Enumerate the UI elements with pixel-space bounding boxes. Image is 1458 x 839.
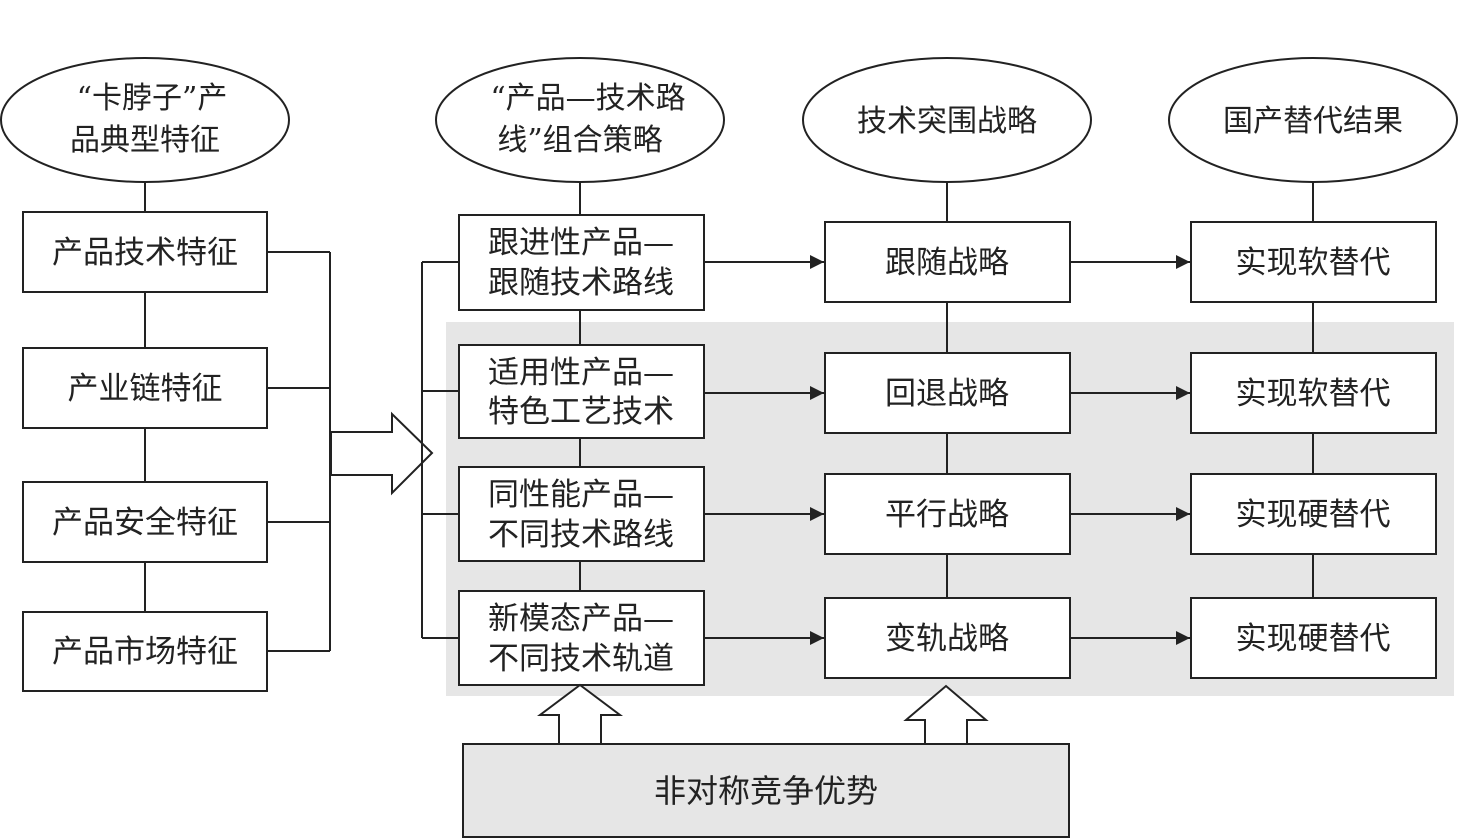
big-right-arrow — [330, 411, 434, 496]
result-label-2: 实现软替代 — [1236, 376, 1391, 412]
feature-label-2: 产业链特征 — [68, 371, 223, 407]
combo-1-line1: 跟进性产品— — [488, 225, 674, 261]
combo-3-line1: 同性能产品— — [488, 477, 674, 513]
horizontal-arrows — [704, 255, 1190, 645]
feature-box-2: 产业链特征 — [22, 347, 268, 429]
combo-box-4: 新模态产品— 不同技术轨道 — [458, 590, 705, 686]
result-box-1: 实现软替代 — [1190, 221, 1437, 303]
result-label-4: 实现硬替代 — [1236, 621, 1391, 657]
asymmetric-advantage-label: 非对称竞争优势 — [654, 772, 878, 810]
features-bracket — [267, 251, 331, 652]
header-combos-line1: “产品—技术路 — [490, 81, 685, 116]
header-features-line2: 品典型特征 — [70, 123, 220, 158]
up-arrow-right — [903, 684, 989, 744]
vertical-connectors — [144, 182, 1314, 612]
feature-label-1: 产品技术特征 — [52, 235, 238, 271]
combo-4-line1: 新模态产品— — [488, 601, 674, 637]
header-ellipse-strategies: 技术突围战略 — [802, 57, 1092, 183]
strategy-label-4: 变轨战略 — [885, 621, 1009, 657]
combo-2-line2: 特色工艺技术 — [488, 394, 674, 430]
strategy-box-4: 变轨战略 — [824, 597, 1071, 679]
header-combos-line2: 线”组合策略 — [497, 123, 662, 158]
feature-label-4: 产品市场特征 — [52, 634, 238, 670]
header-ellipse-combos: “产品—技术路 线”组合策略 — [435, 57, 725, 183]
combo-1-line2: 跟随技术路线 — [488, 265, 674, 301]
feature-box-3: 产品安全特征 — [22, 481, 268, 563]
up-arrow-left — [537, 683, 623, 744]
combo-4-line2: 不同技术轨道 — [488, 641, 674, 677]
combos-bracket — [421, 261, 459, 639]
result-box-2: 实现软替代 — [1190, 352, 1437, 434]
combo-box-2: 适用性产品— 特色工艺技术 — [458, 344, 705, 439]
strategy-label-2: 回退战略 — [885, 376, 1009, 412]
header-results-label: 国产替代结果 — [1223, 104, 1403, 139]
header-strategies-label: 技术突围战略 — [857, 104, 1037, 139]
combo-2-line1: 适用性产品— — [488, 355, 674, 391]
feature-label-3: 产品安全特征 — [52, 505, 238, 541]
strategy-box-2: 回退战略 — [824, 352, 1071, 434]
strategy-box-1: 跟随战略 — [824, 221, 1071, 303]
result-box-4: 实现硬替代 — [1190, 597, 1437, 679]
strategy-label-1: 跟随战略 — [885, 245, 1009, 281]
strategy-box-3: 平行战略 — [824, 473, 1071, 555]
header-ellipse-features: “卡脖子”产 品典型特征 — [0, 57, 290, 183]
result-box-3: 实现硬替代 — [1190, 473, 1437, 555]
combo-3-line2: 不同技术路线 — [488, 517, 674, 553]
header-features-line1: “卡脖子”产 — [77, 81, 228, 116]
header-ellipse-results: 国产替代结果 — [1168, 57, 1458, 183]
feature-box-4: 产品市场特征 — [22, 611, 268, 692]
combo-box-1: 跟进性产品— 跟随技术路线 — [458, 214, 705, 311]
combo-box-3: 同性能产品— 不同技术路线 — [458, 466, 705, 562]
feature-box-1: 产品技术特征 — [22, 211, 268, 293]
result-label-3: 实现硬替代 — [1236, 497, 1391, 533]
strategy-label-3: 平行战略 — [885, 497, 1009, 533]
result-label-1: 实现软替代 — [1236, 245, 1391, 281]
asymmetric-advantage-box: 非对称竞争优势 — [462, 743, 1070, 838]
